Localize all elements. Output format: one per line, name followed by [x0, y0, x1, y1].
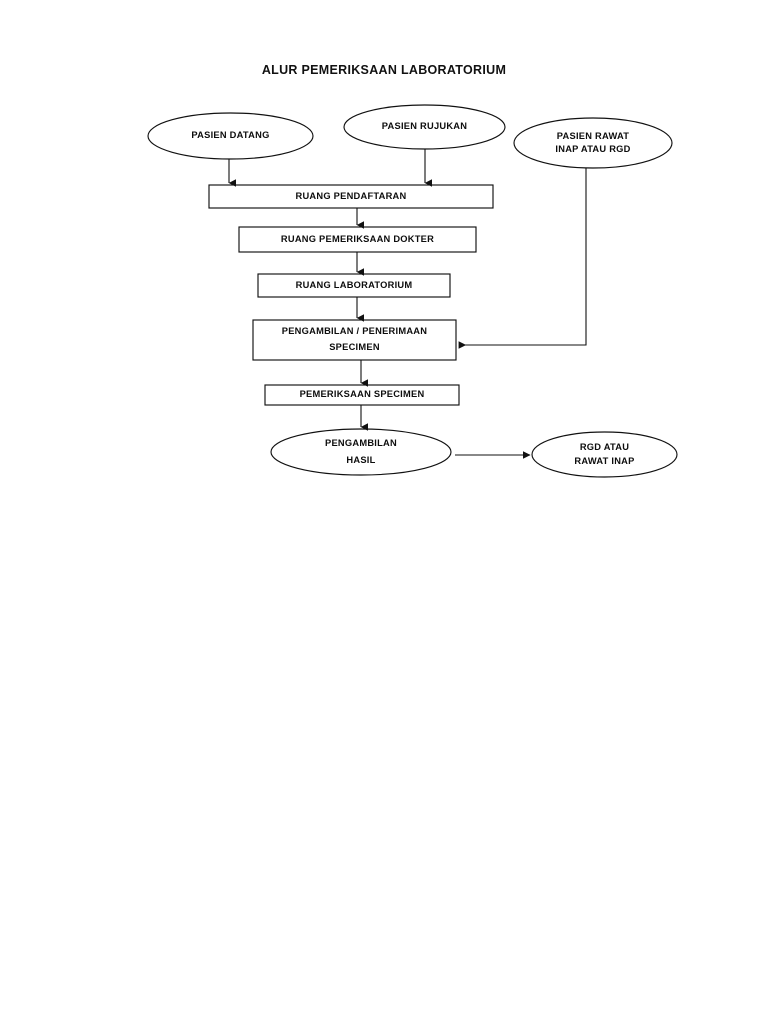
shape-pemeriksaan-specimen[interactable]: [265, 385, 459, 405]
page-title: ALUR PEMERIKSAAN LABORATORIUM: [261, 63, 507, 77]
shape-pasien-rawat-inap[interactable]: [514, 118, 672, 168]
node-pengambilan-penerimaan-specimen: [252, 319, 457, 361]
node-ruang-pendaftaran: [208, 184, 494, 209]
node-ruang-laboratorium: [257, 273, 451, 298]
shape-pengambilan-hasil[interactable]: [271, 429, 451, 475]
node-pasien-datang: [147, 112, 314, 160]
edge-rawat-inap-to-specimen: [458, 168, 587, 349]
shape-ruang-pendaftaran[interactable]: [209, 185, 493, 208]
node-pasien-rawat-inap: [513, 117, 673, 169]
node-rgd-atau-rawat-inap: [531, 431, 678, 478]
shape-ruang-laboratorium[interactable]: [258, 274, 450, 297]
node-ruang-pemeriksaan-dokter: [238, 226, 477, 253]
shape-ruang-pemeriksaan-dokter[interactable]: [239, 227, 476, 252]
shape-rgd-atau-rawat-inap[interactable]: [532, 432, 677, 477]
shape-pasien-datang[interactable]: [148, 113, 313, 159]
shape-pasien-rujukan[interactable]: [344, 105, 505, 149]
shape-pengambilan-penerimaan-specimen[interactable]: [253, 320, 456, 360]
